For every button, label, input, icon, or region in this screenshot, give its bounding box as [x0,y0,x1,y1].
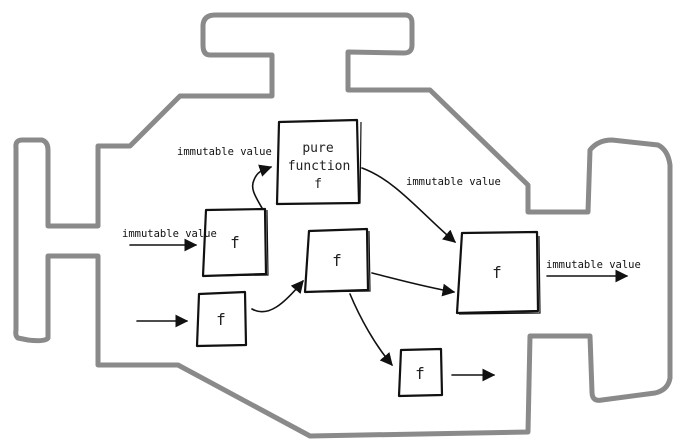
edge-label-output: immutable value [546,259,641,271]
f-right-large-node: f [455,230,541,315]
f-lower-left-label: f [216,310,226,329]
arrow-pure-to-right [361,167,456,243]
edge-label-input-left: immutable value [122,228,217,240]
pure-function-line1: pure [302,141,333,156]
f-bottom-label: f [415,364,425,383]
f-center-label: f [332,251,342,270]
arrow-center-to-right [371,272,456,297]
arrow-f-lower-left-to-center [251,280,304,313]
f-bottom-node: f [397,347,444,398]
engine-outline [13,12,673,439]
f-center-node: f [303,227,371,294]
arrow-f-input-to-pure [251,164,273,209]
f-input-label: f [230,233,240,252]
arrow-center-to-bottom [349,293,393,366]
pure-function-line2: function [288,159,351,174]
f-lower-left-node: f [195,290,248,348]
f-right-large-label: f [492,263,502,282]
f-input-node: f [201,207,269,278]
edge-label-top-right: immutable value [406,176,501,188]
pure-function-line3: f [314,177,322,192]
edge-label-top-left: immutable value [177,146,272,158]
pure-function-node: pure function f [275,118,362,206]
